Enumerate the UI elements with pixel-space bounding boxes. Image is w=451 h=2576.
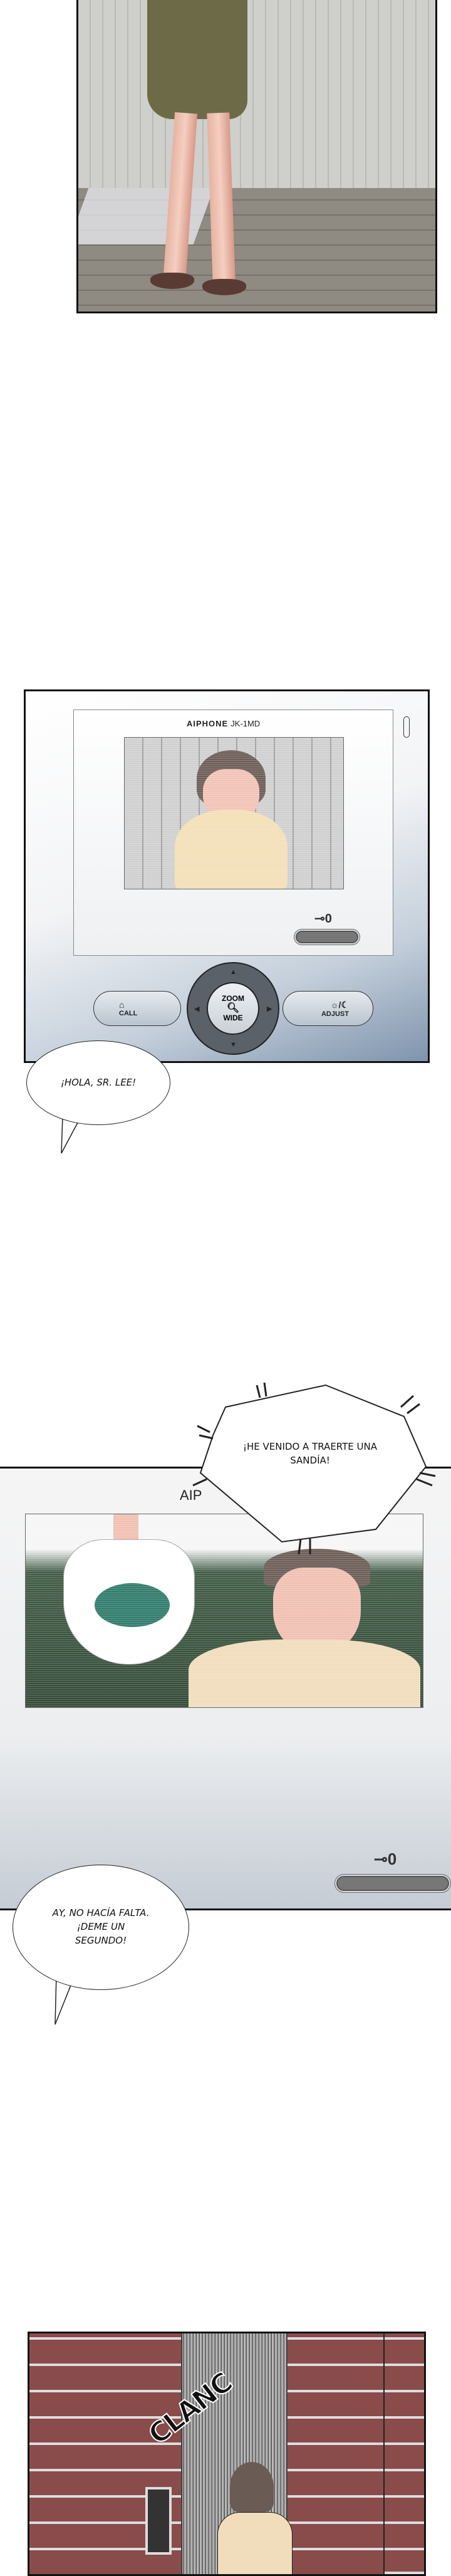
shout-bubble-sandia bbox=[192, 1382, 436, 1555]
zoom-wide-button[interactable]: ZOOM 🔍︎ WIDE bbox=[207, 982, 259, 1035]
adjust-label: ADJUST bbox=[321, 1010, 349, 1018]
status-indicator bbox=[403, 716, 410, 738]
call-label: CALL bbox=[119, 1010, 138, 1017]
direction-dial[interactable]: ▲ ▼ ◀ ▶ ZOOM 🔍︎ WIDE bbox=[187, 962, 279, 1055]
key-icon: ⊸0 bbox=[314, 912, 332, 926]
brightness-night-icon: ☼/☾ bbox=[330, 999, 349, 1010]
scanlines bbox=[125, 738, 343, 889]
video-feed-closeup bbox=[25, 1514, 423, 1708]
adjust-button[interactable]: ☼/☾ ADJUST bbox=[283, 991, 373, 1026]
video-feed bbox=[124, 737, 344, 889]
wall bbox=[78, 0, 435, 188]
call-button[interactable]: ⌂ CALL bbox=[93, 991, 181, 1026]
watermelon bbox=[95, 1583, 170, 1627]
panel-building-entrance: CLANC bbox=[28, 2332, 426, 2576]
wall-edge bbox=[383, 2333, 385, 2574]
speech-bubble-hola: ¡HOLA, SR. LEE! bbox=[26, 1040, 170, 1125]
right-slipper bbox=[202, 279, 246, 295]
dress bbox=[147, 0, 247, 119]
call-icon: ⌂ bbox=[119, 1000, 125, 1010]
light-patch bbox=[78, 188, 214, 244]
tile-wall bbox=[385, 2572, 424, 2574]
left-slipper bbox=[150, 273, 194, 289]
wide-label: WIDE bbox=[223, 1013, 243, 1022]
unlock-slider[interactable] bbox=[336, 1876, 449, 1891]
arrow-up-icon[interactable]: ▲ bbox=[230, 968, 237, 976]
zoom-label: ZOOM bbox=[222, 994, 244, 1003]
bubble-tail bbox=[54, 1974, 76, 2025]
panel-woman-legs bbox=[76, 0, 437, 313]
arrow-left-icon[interactable]: ◀ bbox=[194, 1005, 200, 1013]
speech-bubble-segundo: AY, NO HACÍA FALTA. ¡DEME UN SEGUNDO! bbox=[13, 1865, 189, 1990]
man-shirt bbox=[217, 2512, 293, 2574]
intercom-brand-partial: AIP bbox=[180, 1487, 202, 1503]
man-shirt bbox=[189, 1640, 420, 1707]
unlock-slider[interactable] bbox=[296, 931, 358, 943]
arrow-down-icon[interactable]: ▼ bbox=[230, 1041, 237, 1049]
scanlines bbox=[26, 1514, 423, 1707]
speech-text-sandia: ¡HE VENIDO A TRAERTE UNA SANDÍA! bbox=[243, 1441, 377, 1466]
bubble-tail bbox=[61, 1116, 82, 1154]
magnifier-icon: 🔍︎ bbox=[226, 1003, 240, 1014]
key-icon: ⊸0 bbox=[374, 1850, 397, 1868]
door-intercom bbox=[145, 2487, 172, 2555]
arrow-right-icon[interactable]: ▶ bbox=[267, 1005, 272, 1013]
man-head bbox=[230, 2462, 274, 2512]
man-shirt bbox=[175, 810, 288, 889]
panel-intercom-closeup: AIP ⊸0 bbox=[0, 1467, 451, 1910]
